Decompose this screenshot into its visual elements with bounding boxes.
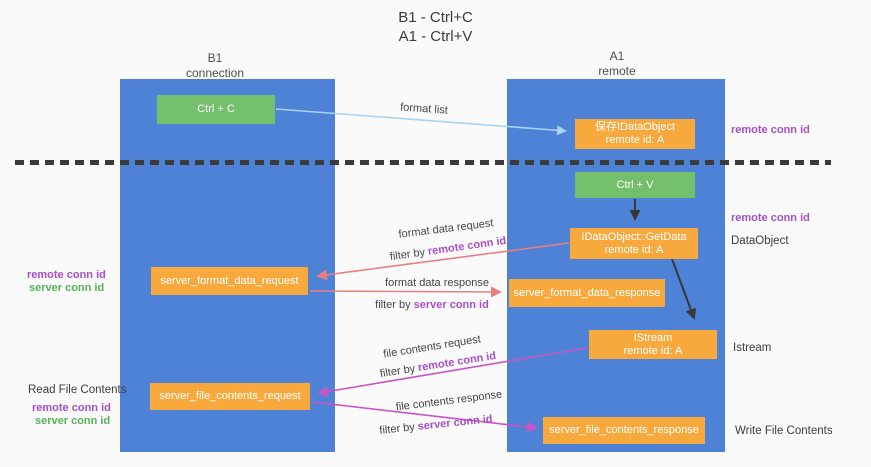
diagram-title: B1 - Ctrl+C A1 - Ctrl+V [0,8,871,46]
lane-header-a1-line1: A1 [609,49,625,63]
server-file-contents-response-node: server_file_contents_response [543,417,705,444]
format-data-response-arrow [309,286,502,298]
read-file-contents-label: Read File Contents [28,384,127,396]
diagram-title-line1: B1 - Ctrl+C [398,9,473,26]
right-remote-conn-id-top-label: remote conn id [731,124,810,136]
format-list-annotation: format list [399,101,449,117]
getdata-line1: IDataObject::GetData [581,230,687,243]
left-remote-conn-id-top-label: remote conn id [27,269,106,281]
server-format-data-request-node: server_format_data_request [151,267,308,295]
lane-header-a1: A1 remote [557,49,677,79]
lane-header-a1-line2: remote [598,64,636,78]
format-data-request-annotation: format data request [397,217,495,241]
dataobject-label: DataObject [731,235,789,247]
format-data-response-annotation: format data response [385,277,489,289]
istream-line2: remote id: A [623,344,683,357]
ctrl-v-node: Ctrl + V [575,172,695,198]
ctrl-c-node: Ctrl + C [157,95,275,124]
save-idataobject-line2: remote id: A [605,134,665,146]
istream-line1: IStream [633,331,673,344]
left-remote-conn-id-bottom-label: remote conn id [32,402,111,414]
getdata-node: IDataObject::GetData remote id: A [570,228,698,259]
server-format-data-response-node: server_format_data_response [509,279,665,307]
server-format-data-response-label: server_format_data_response [513,286,661,299]
phase-divider-dashed-line [15,160,831,165]
left-server-conn-id-bottom-label: server conn id [35,415,111,427]
ctrl-c-label: Ctrl + C [197,103,235,115]
right-remote-conn-id-mid-label: remote conn id [731,212,810,224]
server-file-contents-request-node: server_file_contents_request [150,383,310,410]
lane-header-b1-line1: B1 [207,51,223,65]
save-idataobject-node: 保存IDataObject remote id: A [575,119,695,149]
server-format-data-request-label: server_format_data_request [160,274,299,287]
write-file-contents-label: Write File Contents [735,425,833,437]
file-contents-response-annotation: file contents response [395,388,503,414]
diagram-title-line2: A1 - Ctrl+V [398,28,473,45]
ctrl-v-label: Ctrl + V [616,178,654,191]
server-file-contents-request-label: server_file_contents_request [159,390,301,402]
left-server-conn-id-top-label: server conn id [29,282,105,294]
lane-header-b1: B1 connection [155,51,275,81]
getdata-line2: remote id: A [604,243,664,256]
istream-side-label: Istream [733,342,772,354]
save-idataobject-line1: 保存IDataObject [594,121,676,133]
istream-node: IStream remote id: A [589,330,717,359]
server-file-contents-response-label: server_file_contents_response [549,424,699,436]
lane-header-b1-line2: connection [185,66,245,80]
